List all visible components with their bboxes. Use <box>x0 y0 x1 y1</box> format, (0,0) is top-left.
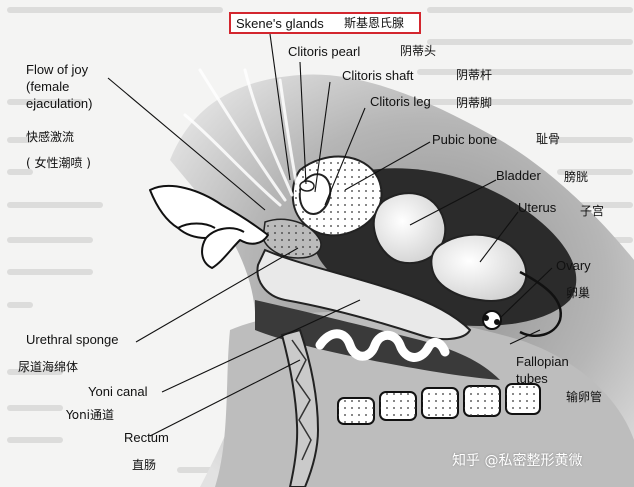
yoni-canal-shape <box>256 248 472 341</box>
label-clitoris-leg-zh: 阴蒂脚 <box>456 96 493 110</box>
title-highlight-box <box>229 12 421 34</box>
intestine-loops <box>315 329 450 362</box>
label-flow-of-joy: Flow of joy <box>26 62 89 77</box>
label-rectum: Rectum <box>124 430 169 445</box>
clitoris-pearl-shape <box>299 180 315 192</box>
label-uterus-zh: 子宫 <box>580 204 605 218</box>
title-skenes-glands-zh: 斯基恩氏腺 <box>344 16 405 30</box>
bladder-shape <box>372 192 447 265</box>
label-clitoris-leg: Clitoris leg <box>370 94 431 109</box>
label-rectum-zh: 直肠 <box>132 458 157 472</box>
watermark: 知乎 @私密整形黄微 <box>452 453 583 469</box>
ovary-shape <box>482 310 502 330</box>
label-fallopian-zh: 输卵管 <box>566 390 603 404</box>
uterus-shape <box>430 233 528 302</box>
label-urethral-sponge: Urethral sponge <box>26 332 119 347</box>
label-ovary: Ovary <box>556 258 591 273</box>
leader-lines <box>107 33 553 437</box>
label-uterus: Uterus <box>518 200 557 215</box>
label-bladder: Bladder <box>496 168 541 183</box>
label-yoni-canal: Yoni canal <box>88 384 148 399</box>
label-ovary-zh: 卵巢 <box>566 286 591 300</box>
label-tubes: tubes <box>516 371 548 386</box>
label-yoni-canal-zh: Yoni通道 <box>66 408 115 422</box>
label-clitoris-shaft-zh: 阴蒂杆 <box>456 68 493 82</box>
hand-outline <box>149 185 269 269</box>
label-flow-zh: 快感激流 <box>26 130 75 144</box>
label-ejaculation: ejaculation) <box>26 96 93 111</box>
label-female: (female <box>26 79 70 94</box>
label-clitoris-shaft: Clitoris shaft <box>342 68 414 83</box>
label-bladder-zh: 膀胱 <box>564 170 589 184</box>
label-clitoris-pearl: Clitoris pearl <box>288 44 361 59</box>
rectum-shape <box>280 328 320 487</box>
label-pubic-bone: Pubic bone <box>432 132 498 147</box>
label-flow-zh-2: ( 女性潮喷 ) <box>26 156 91 170</box>
label-pubic-bone-zh: 耻骨 <box>536 132 561 146</box>
fallopian-tube-line <box>519 270 563 337</box>
label-clitoris-pearl-zh: 阴蒂头 <box>400 44 437 58</box>
label-fallopian: Fallopian <box>516 354 569 369</box>
title-skenes-glands: Skene's glands <box>236 16 324 31</box>
flow-streaks <box>183 68 300 207</box>
label-urethral-sponge-zh: 尿道海绵体 <box>18 360 79 374</box>
